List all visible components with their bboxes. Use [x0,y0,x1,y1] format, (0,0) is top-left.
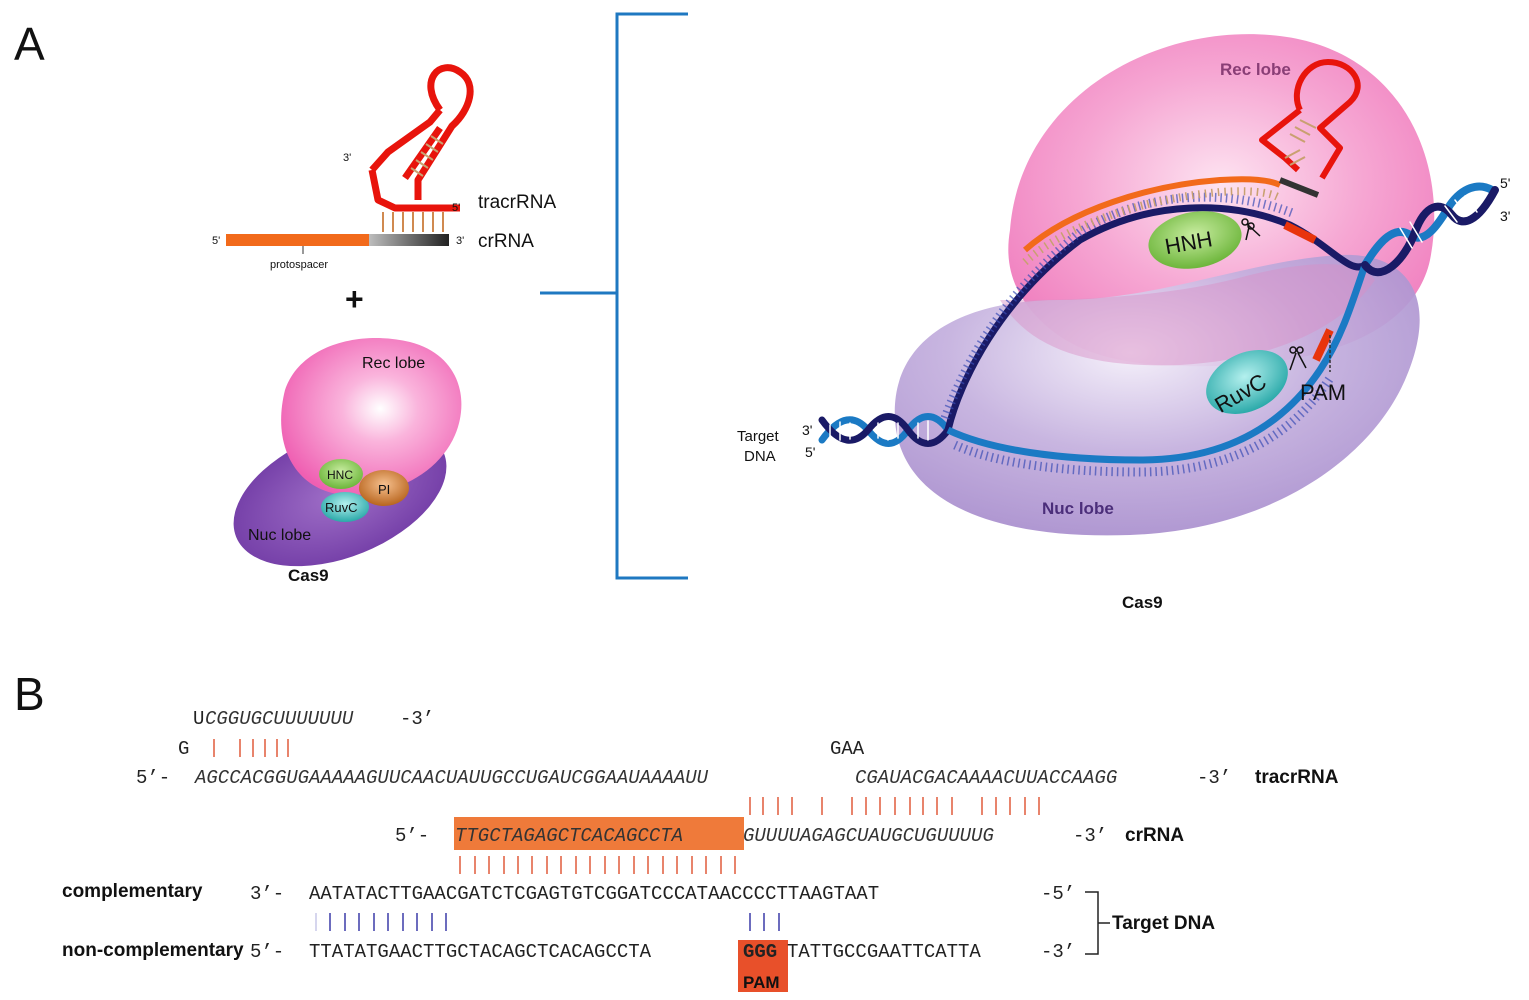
tracrrna-row-label: tracrRNA [1255,767,1339,788]
sequence-alignment: U CGGUGCUUUUUUU -3’ G GAA 5’- AGCCACGGUG… [62,708,1339,992]
non-complementary-label: non-complementary [62,940,244,961]
tracr-g: G [178,738,189,760]
cr-3prime: -3’ [1073,825,1107,847]
big-pam-label: PAM [1300,380,1346,405]
small-pi-domain [359,470,409,506]
tracr-3prime: -3’ [1197,767,1231,789]
big-nuc-lobe-label: Nuc lobe [1042,499,1114,518]
crrna-5prime: 5' [212,235,220,247]
non-target-hatches [940,192,1297,420]
plus-sign: + [345,281,364,317]
tracr-hairpin-pairs [213,739,289,757]
big-ruvc-domain [1206,350,1288,414]
target-dna-label: Target DNA [1112,913,1215,934]
bracket [540,12,688,580]
pam-box-label: PAM [743,973,780,992]
small-rec-lobe-label: Rec lobe [362,355,425,372]
cr-repeat-seq: GUUUUAGAGCUAUGCUGUUUUG [743,825,994,847]
protospacer-label: protospacer [270,259,328,271]
tracr-top-seq: CGGUGCUUUUUUU [205,708,354,730]
left-3prime: 3' [802,422,812,438]
comp-seq: AATATACTTGAACGATCTCGAGTGTCGGATCCCATAACCC… [309,883,879,905]
noncomp-pam-seq: GGG [743,941,777,963]
big-hnh-domain [1148,211,1242,269]
cr-target-pairs [459,856,736,874]
tracrrna-tail [368,169,460,212]
tracr-cr-pairs [749,797,1040,815]
hnh-scissors-icon [1241,218,1261,241]
small-ruvc-domain [321,492,369,522]
tracr-top-end: -3’ [400,708,434,730]
panel-a-letter: A [14,18,45,70]
tracrrna-strand [369,107,443,173]
right-3prime: 3' [1500,208,1510,224]
small-pi-label: PI [378,482,390,497]
tracrrna-stem-pairs [410,135,444,177]
crrna-repeat [369,234,449,246]
dna-pairs [315,913,780,931]
non-target-strand [944,204,1367,431]
tracrrna-label: tracrRNA [478,192,556,213]
big-nuc-lobe [894,254,1420,536]
comp-5prime: -5’ [1041,883,1075,905]
big-tracr-pairs [1284,119,1317,166]
tracrrna-5prime: 5' [452,202,460,214]
target-hatches [953,375,1334,477]
right-dna-helix [1361,182,1499,276]
guide-rna-schematic: 3' 5' tracrRNA 5' 3' crRNA protospacer + [212,64,556,317]
noncomp-seq-b: TATTGCCGAATTCATTA [787,941,981,963]
target-strand [946,263,1369,464]
guide-base-pairs [382,212,444,232]
small-rec-lobe [281,338,462,495]
cr-5prime: 5’- [395,825,429,847]
small-cas9-schematic: Rec lobe HNC PI RuvC Nuc lobe Cas9 [233,338,462,585]
tracr-top-u: U [193,708,204,730]
noncomp-3prime: -3’ [1041,941,1075,963]
tracr-gaa: GAA [830,738,865,760]
small-ruvc-label: RuvC [325,500,358,515]
small-nuc-lobe-label: Nuc lobe [248,527,311,544]
cr-spacer-seq: TTGCTAGAGCTCACAGCCTA [455,825,683,847]
big-rec-lobe-label: Rec lobe [1220,60,1291,79]
complementary-label: complementary [62,881,203,902]
small-cas9-title: Cas9 [288,566,329,585]
target-pam-region [1312,328,1334,362]
crrna-row-label: crRNA [1125,825,1184,846]
small-hnc-domain [319,459,363,489]
left-dna-helix [818,413,952,447]
crrna-label: crRNA [478,231,534,252]
target-dna-label-line2: DNA [744,448,776,465]
lobe-overlap [1000,264,1375,366]
noncomp-seq-a: TTATATGAACTTGCTACAGCTCACAGCCTA [309,941,652,963]
tracr-seq-b: CGAUACGACAAAACUUACCAAGG [855,767,1118,789]
big-crrna-repeat [1278,177,1320,198]
crrna-3prime: 3' [456,235,464,247]
comp-3prime: 3’- [250,883,284,905]
small-hnc-label: HNC [327,468,353,482]
panel-b-letter: B [14,668,45,720]
left-5prime: 5' [805,444,815,460]
big-cas9-complex: HNH RuvC Rec lobe Nuc lobe PAM Target DN… [737,34,1510,612]
crrna-spacer-highlight [454,817,744,850]
tracr-5prime: 5’- [136,767,170,789]
big-cas9-title: Cas9 [1122,593,1163,612]
target-dna-bracket [1085,891,1110,955]
tracrrna-3prime: 3' [343,152,351,164]
right-5prime: 5' [1500,175,1510,191]
tracr-seq-a: AGCCACGGUGAAAAAGUUCAACUAUUGCCUGAUCGGAAUA… [194,767,709,789]
noncomp-5prime: 5’- [250,941,284,963]
crrna-spacer [226,234,369,246]
target-dna-label-line1: Target [737,428,780,445]
pam-highlight [738,940,788,992]
ruvc-scissors-icon [1289,346,1307,371]
big-crrna-spacer [1023,176,1282,253]
non-target-pam-region [1283,221,1317,244]
